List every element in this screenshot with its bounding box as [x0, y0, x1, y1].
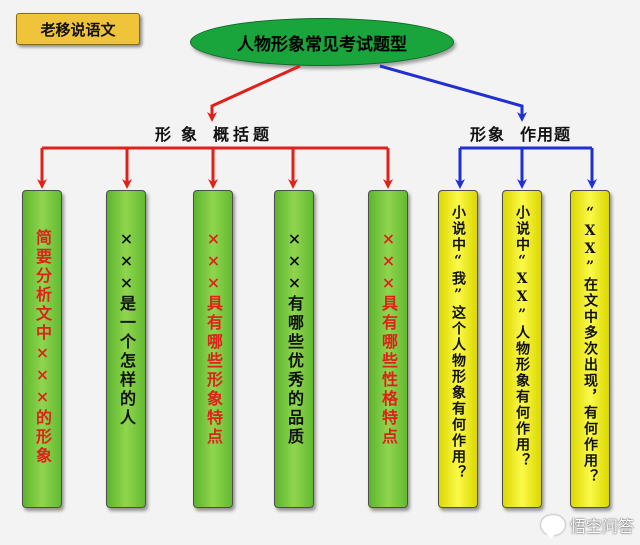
question-card-6: 小说中“我”这个人物形象有何作用？	[438, 190, 478, 508]
red-main-arrow	[207, 64, 301, 122]
question-card-8: “XX”在文中多次出现，有何作用？	[570, 190, 610, 508]
group-label-part1: 形象	[470, 125, 507, 144]
card-text: 简要分析文中×××的形象	[33, 229, 52, 466]
group-label-part2: 概括题	[213, 125, 274, 144]
card-text: ×××具有哪些性格特点	[379, 229, 398, 447]
card-text: ×××是一个怎样的人	[117, 229, 136, 428]
card-text: 小说中“我”这个人物形象有何作用？	[450, 205, 466, 481]
card-text: 小说中“XX”人物形象有何作用？	[514, 205, 530, 469]
question-card-5: ×××具有哪些性格特点	[368, 190, 408, 508]
blue-main-arrow	[379, 64, 527, 122]
question-card-7: 小说中“XX”人物形象有何作用？	[502, 190, 542, 508]
question-card-3: ×××具有哪些形象特点	[193, 190, 233, 508]
card-text: ×××具有哪些形象特点	[204, 229, 223, 447]
group-label-part1: 形象	[155, 125, 208, 144]
question-card-2: ×××是一个怎样的人	[106, 190, 146, 508]
card-text: ×××有哪些优秀的品质	[285, 229, 304, 447]
watermark: 悟空问答	[540, 513, 634, 539]
card-text: “XX”在文中多次出现，有何作用？	[582, 205, 598, 485]
brand-badge: 老移说语文	[16, 13, 140, 45]
group-label-part2: 作用题	[520, 125, 572, 144]
watermark-text: 悟空问答	[569, 517, 634, 536]
group-label-function: 形象 作用题	[470, 122, 572, 144]
question-card-1: 简要分析文中×××的形象	[22, 190, 62, 508]
diagram-title: 人物形象常见考试题型	[190, 18, 454, 66]
group-label-portrayal: 形象 概括题	[155, 122, 274, 144]
speech-bubble-icon	[540, 515, 565, 539]
question-card-4: ×××有哪些优秀的品质	[274, 190, 314, 508]
